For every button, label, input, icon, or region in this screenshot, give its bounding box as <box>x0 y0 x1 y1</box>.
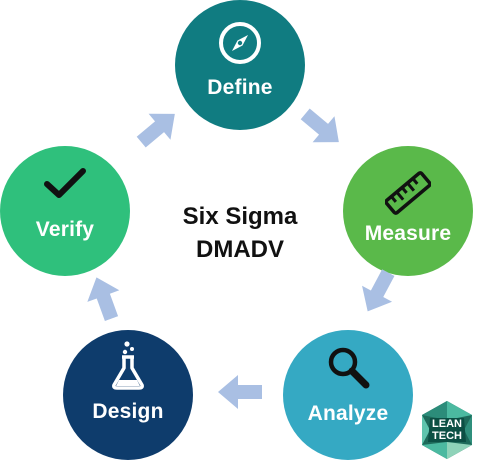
phase-analyze: Analyze <box>283 330 413 460</box>
logo-line1: LEAN <box>432 418 462 430</box>
logo-line2: TECH <box>432 430 462 442</box>
check-mark-icon <box>44 168 86 198</box>
lean-tech-logo: LEAN TECH <box>418 400 476 460</box>
cycle-arrow-analyze-to-design <box>218 375 262 409</box>
phase-design: Design <box>63 330 193 460</box>
phase-measure: Measure <box>343 146 473 276</box>
ruler-icon <box>385 171 431 215</box>
magnifier-icon <box>328 347 370 389</box>
phase-label-verify: Verify <box>35 218 95 241</box>
center-title: Six Sigma DMADV <box>150 200 330 266</box>
phase-label-analyze: Analyze <box>307 402 389 425</box>
cycle-arrow-define-to-measure <box>300 108 339 143</box>
phase-label-define: Define <box>207 76 273 99</box>
logo-mosaic-icon <box>422 401 472 459</box>
flask-icon <box>112 341 144 390</box>
phase-label-measure: Measure <box>364 222 452 245</box>
compass-icon <box>219 22 261 64</box>
cycle-arrow-measure-to-analyze <box>362 269 395 312</box>
phase-label-design: Design <box>92 400 164 423</box>
cycle-arrow-verify-to-define <box>136 113 175 148</box>
center-title-line1: Six Sigma <box>182 203 298 230</box>
center-title-line2: DMADV <box>196 236 284 263</box>
cycle-arrow-design-to-verify <box>87 277 120 322</box>
phase-define: Define <box>175 0 305 130</box>
phase-verify: Verify <box>0 146 130 276</box>
